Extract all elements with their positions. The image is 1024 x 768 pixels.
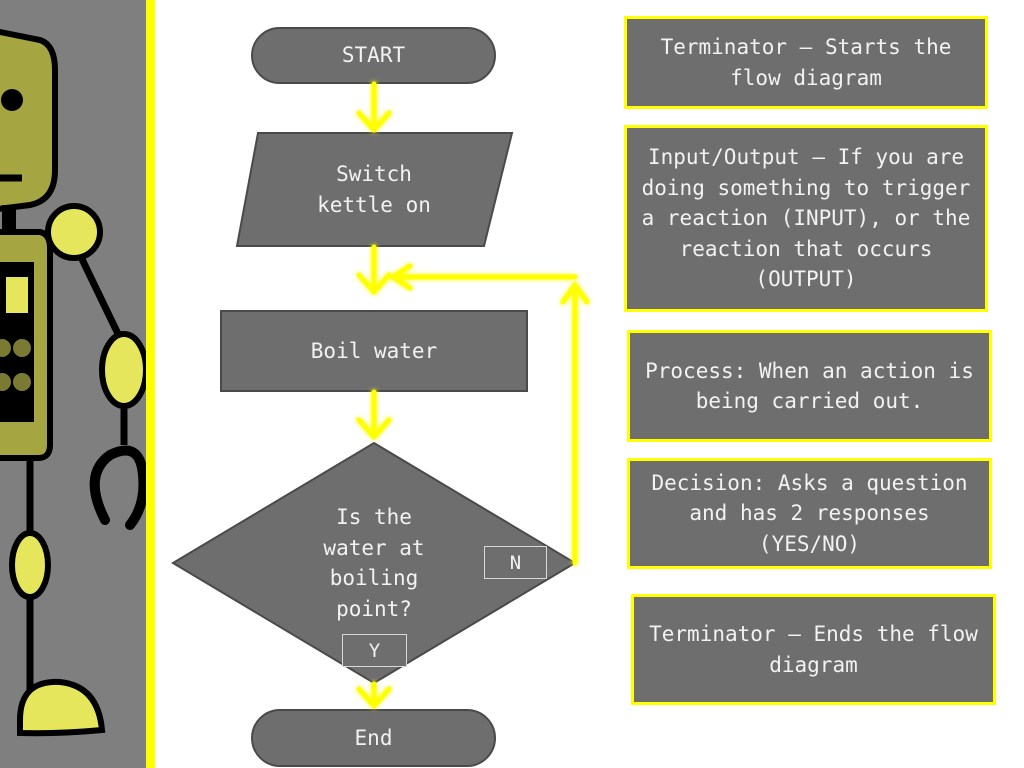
legend-decision: Decision: Asks a question and has 2 resp… xyxy=(627,458,992,569)
legend-input-output: Input/Output – If you are doing somethin… xyxy=(624,125,988,312)
accent-stripe xyxy=(146,0,155,768)
robot-head xyxy=(0,28,58,212)
input-parallelogram xyxy=(235,132,514,247)
robot-illustration xyxy=(0,28,146,737)
robot-screen xyxy=(4,275,30,315)
end-label: End xyxy=(354,725,393,750)
arrow-down-icon xyxy=(356,244,392,295)
start-label: START xyxy=(341,43,406,68)
yes-branch-label: Y xyxy=(342,634,407,667)
legend-process: Process: When an action is being carried… xyxy=(627,330,992,442)
side-panel xyxy=(0,0,146,768)
robot-eye xyxy=(1,89,23,111)
process-rectangle xyxy=(220,310,528,392)
robot-knee xyxy=(9,530,51,600)
end-terminator xyxy=(251,709,496,767)
robot-shoulder xyxy=(45,203,103,261)
legend-terminator-start: Terminator – Starts the flow diagram xyxy=(624,16,988,109)
process-label: Boil water xyxy=(310,338,438,363)
legend-terminator-end: Terminator – Ends the flow diagram xyxy=(631,594,996,705)
robot-claw xyxy=(89,445,146,530)
input-label: Switch kettle on xyxy=(317,162,431,217)
decision-label: Is the water at boiling point? xyxy=(323,505,425,621)
arrow-down-icon xyxy=(356,681,392,709)
arrow-down-icon xyxy=(356,81,392,133)
no-branch-label: N xyxy=(484,546,547,579)
arrow-down-icon xyxy=(356,389,392,440)
loop-back-arrow xyxy=(390,263,590,566)
robot-foot xyxy=(17,678,106,737)
